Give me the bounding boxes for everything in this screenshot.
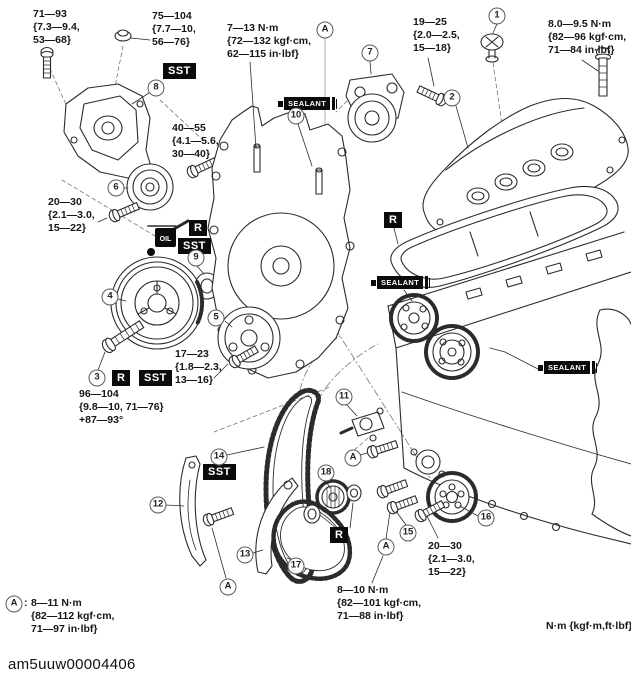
sealant-tube-cap-icon xyxy=(591,361,595,374)
callout-6: 6 xyxy=(107,179,125,197)
callout-7: 7 xyxy=(361,44,379,62)
pulley-drawing xyxy=(213,306,281,379)
callout-15: 15 xyxy=(399,524,417,542)
footnote-a-text: 8—11 N·m {82—112 kgf·cm, 71—97 in·lbf} xyxy=(31,597,115,635)
sealant-tube-cap-icon xyxy=(331,97,335,110)
callout-a-tensioner: A xyxy=(344,449,362,467)
torque-spec-engine-mount-bolt: 71—93 {7.3—9.4, 53—68} xyxy=(33,8,80,46)
callout-10: 10 xyxy=(287,107,305,125)
callout-8: 8 xyxy=(147,79,165,97)
svg-text:OIL: OIL xyxy=(160,236,172,243)
oil-pump-chain-drawing xyxy=(271,479,362,581)
valve-cover-gasket-drawing xyxy=(390,185,619,288)
r-badge-seal: R xyxy=(189,220,208,236)
crank-sprocket-drawing xyxy=(371,471,479,584)
valve-cover-bolt-drawing xyxy=(581,46,612,97)
sst-badge-mount: SST xyxy=(163,63,196,79)
sst-badge-crank-bolt: SST xyxy=(139,370,172,386)
callout-4: 4 xyxy=(101,288,119,306)
callout-a-guide: A xyxy=(219,578,237,596)
torque-spec-oil-pump-bolt: 8—10 N·m {82—101 kgf·cm, 71—88 in·lbf} xyxy=(337,584,422,622)
r-badge-gasket: R xyxy=(384,212,403,228)
callout-a-top: A xyxy=(316,21,334,39)
crank-pulley-drawing xyxy=(97,256,205,371)
callout-18: 18 xyxy=(317,464,335,482)
callout-13: 13 xyxy=(236,546,254,564)
callout-9: 9 xyxy=(187,249,205,267)
belt-tensioner-drawing xyxy=(345,57,450,143)
footnote-a-colon: : xyxy=(24,597,28,609)
torque-spec-bracket-bolt: 40—55 {4.1—5.6, 30—40} xyxy=(172,122,219,160)
callout-3: 3 xyxy=(88,369,106,387)
callout-12: 12 xyxy=(149,496,167,514)
sealant-tube-tip-icon xyxy=(538,364,543,371)
figure-code: am5uuw00004406 xyxy=(8,656,136,673)
torque-spec-crank-pulley-bolt: 96—104 {9.8—10, 71—76} +87—93° xyxy=(79,388,164,426)
sealant-badge-cam-cap: SEALANT xyxy=(371,276,431,289)
callout-a-sprocket: A xyxy=(377,538,395,556)
callout-17: 17 xyxy=(287,557,305,575)
torque-spec-idler-pulley-bolt: 20—30 {2.1—3.0, 15—22} xyxy=(48,196,95,234)
idler-pulley-drawing xyxy=(97,155,219,224)
torque-spec-pulley-bolt: 17—23 {1.8—2.3, 13—16} xyxy=(175,348,222,386)
callout-2: 2 xyxy=(443,89,461,107)
oil-cap-drawing xyxy=(480,23,504,63)
tensioner-arm-drawing xyxy=(201,477,299,579)
callout-16: 16 xyxy=(477,509,495,527)
sealant-tube-tip-icon xyxy=(278,100,283,107)
footnote-a-circle: A xyxy=(5,595,23,613)
cylinder-head-block-drawing xyxy=(387,231,631,545)
sealant-tube-cap-icon xyxy=(424,276,428,289)
torque-spec-front-cover-bolts: 7—13 N·m {72—132 kgf·cm, 62—115 in·lbf} xyxy=(227,22,312,60)
torque-spec-engine-mount-nut: 75—104 {7.7—10, 56—76} xyxy=(152,10,196,48)
callout-5: 5 xyxy=(207,309,225,327)
chain-guide-drawing xyxy=(165,455,207,567)
chain-tensioner-drawing xyxy=(339,403,400,460)
torque-spec-valve-cover-bolts: 8.0—9.5 N·m {82—96 kgf·cm, 71—84 in·lbf} xyxy=(548,18,627,56)
sst-badge-chain: SST xyxy=(203,464,236,480)
torque-spec-crank-sensor-bolt: 20—30 {2.1—3.0, 15—22} xyxy=(428,540,475,578)
r-badge-washer: R xyxy=(330,527,349,543)
callout-14: 14 xyxy=(210,448,228,466)
sst-badge-seal: SST xyxy=(178,238,211,254)
sealant-tube-tip-icon xyxy=(371,279,376,286)
r-badge-crank-bolt: R xyxy=(112,370,131,386)
oil-icon: OIL xyxy=(147,219,190,256)
torque-spec-tensioner-bolt: 19—25 {2.0—2.5, 15—18} xyxy=(413,16,460,54)
engine-mount-drawing xyxy=(40,29,153,179)
units-note: N·m {kgf·m,ft·lbf} xyxy=(546,620,631,632)
sealant-badge-block: SEALANT xyxy=(538,361,598,374)
sealant-badge-front-cover: SEALANT xyxy=(278,97,338,110)
callout-11: 11 xyxy=(335,388,353,406)
callout-1: 1 xyxy=(488,7,506,25)
